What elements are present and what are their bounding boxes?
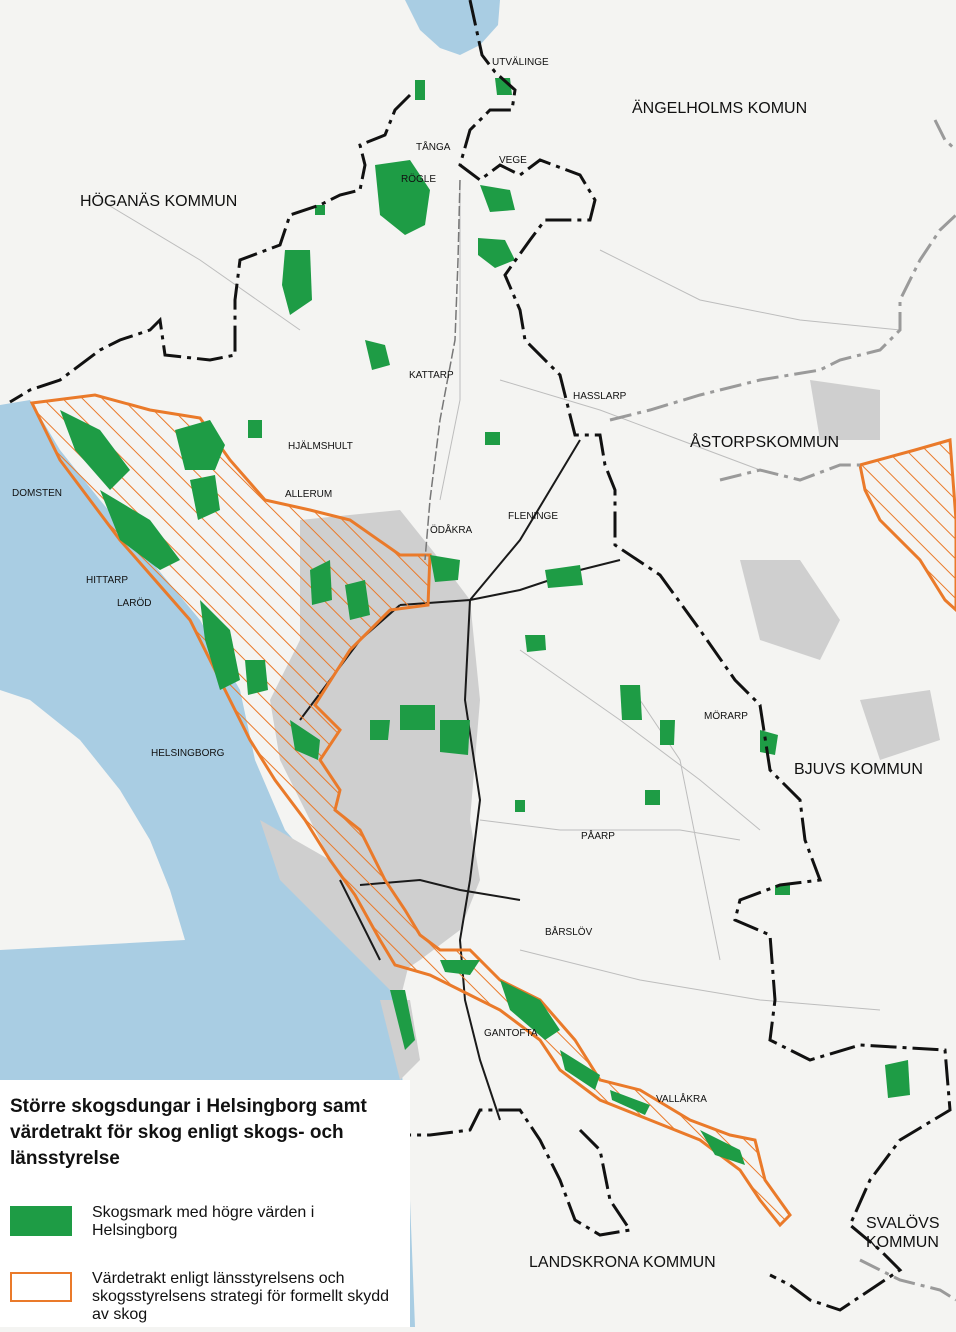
place-domsten: DOMSTEN [12,488,62,499]
map-legend: Större skogsdungar i Helsingborg samt vä… [0,1080,410,1327]
place-tanga: TÅNGA [416,142,451,153]
value-area-east [858,438,956,613]
legend-label-value-area: Värdetrakt enligt länsstyrelsens och sko… [92,1270,389,1323]
helsingborg-border-west [9,93,412,404]
land-danish-coast [0,690,185,950]
helsingborg-border [458,0,952,1312]
legend-label-forest: Skogsmark med högre värden i Helsingborg [92,1204,315,1239]
landskrona-label: LANDSKRONA KOMMUN [529,1254,716,1271]
hoganas-label: HÖGANÄS KOMMUN [80,193,238,210]
legend-title: Större skogsdungar i Helsingborg samt vä… [10,1096,367,1169]
place-morarp: MÖRARP [704,711,748,722]
astorp-label: ÅSTORPSKOMMUN [690,434,840,451]
neighbour-borders [609,119,956,1302]
place-utvalinge: UTVÄLINGE [492,57,549,68]
sea-north-bay [405,0,500,55]
place-gantofta: GANTOFTA [484,1028,538,1039]
svalov-label: SVALÖVS KOMMUN [866,1215,940,1251]
roads [299,439,621,1121]
place-larod: LARÖD [117,598,152,609]
place-allerum: ALLERUM [285,489,333,500]
place-paarp: PÅARP [581,831,615,842]
value-areas [29,393,956,1228]
place-vege: VEGE [499,155,527,166]
forest-patches [60,78,910,1165]
place-vallakra: VALLÅKRA [656,1094,707,1105]
value-area-swatch-icon [10,1272,72,1302]
place-odakra: ÖDÅKRA [430,525,473,536]
place-hasslarp: HASSLARP [573,391,627,402]
place-helsingborg: HELSINGBORG [151,748,225,759]
place-barslov: BÅRSLÖV [545,927,593,938]
place-hjalmshult: HJÄLMSHULT [288,441,353,452]
railway [424,179,461,561]
place-fleninge: FLENINGE [508,511,559,522]
angelholm-label: ÄNGELHOLMS KOMUN [632,100,808,117]
helsingborg-border-south [410,1108,633,1237]
place-kattarp: KATTARP [409,370,454,381]
forest-swatch-icon [10,1206,72,1236]
value-area-coast-north [29,393,792,1228]
place-hittarp: HITTARP [86,575,129,586]
bjuv-label: BJUVS KOMMUN [794,761,923,778]
place-rogle: RÖGLE [401,174,437,185]
